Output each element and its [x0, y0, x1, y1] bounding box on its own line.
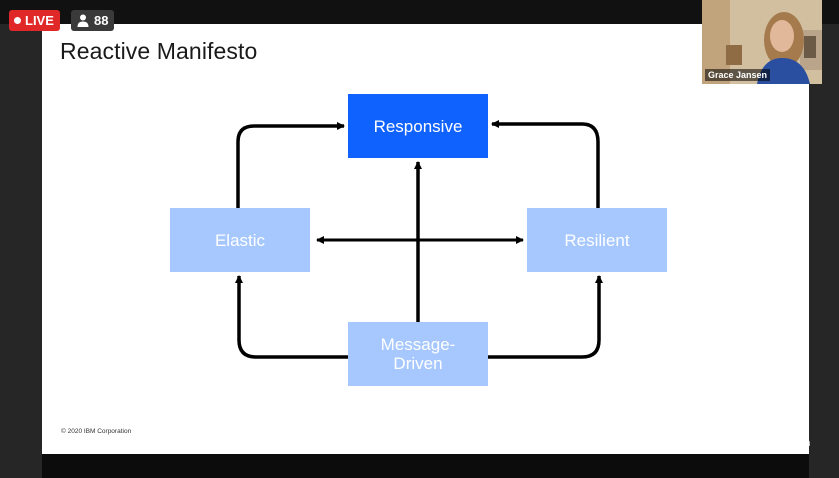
participant-video-tile[interactable]: Grace Jansen: [702, 0, 822, 84]
arrow-message-to-resilient: [488, 275, 603, 359]
record-dot-icon: [14, 17, 21, 24]
bottom-bar: [42, 454, 809, 478]
shared-slide: Reactive Manifesto Responsive Elastic Re…: [42, 24, 809, 454]
arrow-elastic-to-responsive: [236, 122, 345, 208]
copyright-notice: © 2020 IBM Corporation: [61, 428, 132, 435]
message-driven-label: Message- Driven: [380, 335, 456, 373]
live-badge[interactable]: LIVE: [9, 10, 60, 31]
elastic-box: Elastic: [170, 208, 310, 272]
slide-title: Reactive Manifesto: [60, 38, 258, 64]
viewer-count: 88: [94, 13, 109, 28]
viewer-count-badge[interactable]: 88: [71, 10, 115, 31]
arrow-message-to-elastic: [235, 275, 348, 359]
diagram-arrows: [235, 120, 603, 359]
top-bar: [0, 0, 839, 24]
message-driven-box: Message- Driven: [348, 322, 488, 386]
person-icon: [77, 14, 89, 27]
arrow-resilient-to-responsive: [491, 120, 600, 208]
responsive-box: Responsive: [348, 94, 488, 158]
resilient-box: Resilient: [527, 208, 667, 272]
participant-name: Grace Jansen: [705, 69, 771, 81]
zoom-watermark: Powered by Zoom: [720, 437, 811, 449]
live-label: LIVE: [25, 13, 54, 28]
